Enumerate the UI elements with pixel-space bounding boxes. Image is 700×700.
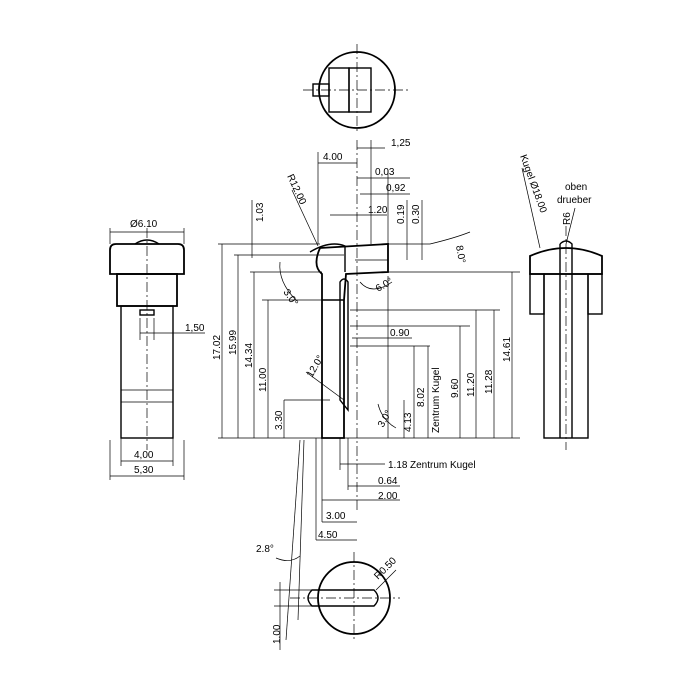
dim-1-20: 1.20 <box>368 205 388 216</box>
angle-8-arc <box>429 231 471 245</box>
left-dim-side-offset: 1,50 <box>185 323 205 334</box>
h-9-60: 9.60 <box>450 378 461 398</box>
top-view <box>303 44 408 134</box>
left-dim-inner: 4,00 <box>134 450 154 461</box>
left-view-dome <box>134 239 160 245</box>
dim-0-92: 0,92 <box>386 183 406 194</box>
dim-3-00: 3.00 <box>326 511 346 522</box>
angle-12-line <box>305 371 345 401</box>
left-dim-diameter: Ø6.10 <box>130 219 158 230</box>
left-view: Ø6.10 1,50 4,00 5,30 <box>109 219 205 480</box>
dim-4-00: 4.00 <box>323 152 343 163</box>
kugel-leader <box>521 167 541 249</box>
h-8-02: 8.02 <box>416 387 427 407</box>
label-zentrum-kugel-vertical: Zentrum Kugel <box>431 367 442 433</box>
dim-1-00: 1.00 <box>272 624 283 644</box>
label-zentrum-kugel-h: Zentrum Kugel <box>410 460 476 471</box>
label-oben: oben <box>565 182 587 193</box>
right-view-cap <box>529 247 603 275</box>
bottom-view-slot <box>307 589 379 607</box>
angle-2-8: 2.8° <box>256 544 274 555</box>
angle-3-left-arc <box>279 261 297 301</box>
dim-0-90: 0.90 <box>390 328 410 339</box>
h-14-61: 14.61 <box>502 337 513 362</box>
angle-2-8-arc <box>275 555 301 561</box>
main-view-body <box>315 243 389 439</box>
h-11-28: 11.28 <box>484 369 495 394</box>
main-view-arc <box>309 243 346 272</box>
label-kugel-diameter: Kugel Ø18.00 <box>517 153 548 215</box>
angle-12: 12.0° <box>305 354 326 380</box>
r0-50-leader <box>375 569 397 591</box>
angle-8: 8.0° <box>453 245 467 265</box>
h-3-30: 3.30 <box>274 410 285 430</box>
h-4-13: 4.13 <box>403 412 414 432</box>
h-14-34: 14.34 <box>244 343 255 368</box>
dim-r12-leader <box>291 189 319 247</box>
r6-leader <box>565 207 576 245</box>
main-view-slit <box>339 278 349 412</box>
bottom-view: 1.00 2.8° R0.50 <box>256 544 400 650</box>
left-dim-outer: 5,30 <box>134 465 154 476</box>
right-view: Kugel Ø18.00 oben drueber R6 <box>517 153 603 450</box>
angle-6: 6.0° <box>374 276 395 294</box>
dim-0-30: 0.30 <box>411 204 422 224</box>
angle-3-right-arc <box>377 403 397 429</box>
dim-r12: R12.00 <box>284 173 308 207</box>
dim-4-50: 4.50 <box>318 530 338 541</box>
label-r0-50: R0.50 <box>372 555 399 582</box>
dim-0-64: 0.64 <box>378 476 398 487</box>
right-view-left-ear <box>529 273 545 315</box>
dim-1-25: 1,25 <box>391 138 411 149</box>
label-r6: R6 <box>562 212 573 225</box>
right-view-right-ear <box>587 273 603 315</box>
left-view-head <box>109 243 185 275</box>
angle-3-left: 3.0° <box>281 287 300 308</box>
taper-line-2 <box>297 439 305 621</box>
taper-line-1 <box>285 439 301 641</box>
dim-0-19: 0.19 <box>396 204 407 224</box>
dim-1-18: 1.18 <box>388 460 408 471</box>
dim-0-03: 0,03 <box>375 167 395 178</box>
h-11-00: 11.00 <box>258 367 269 392</box>
h-11-20: 11.20 <box>466 372 477 397</box>
h-15-99: 15.99 <box>228 330 239 355</box>
label-drueber: drueber <box>557 195 592 206</box>
dim-2-00: 2.00 <box>378 491 398 502</box>
h-17-02: 17.02 <box>212 335 223 360</box>
angle-6-arc <box>359 281 393 290</box>
dim-1-03: 1.03 <box>255 202 266 222</box>
